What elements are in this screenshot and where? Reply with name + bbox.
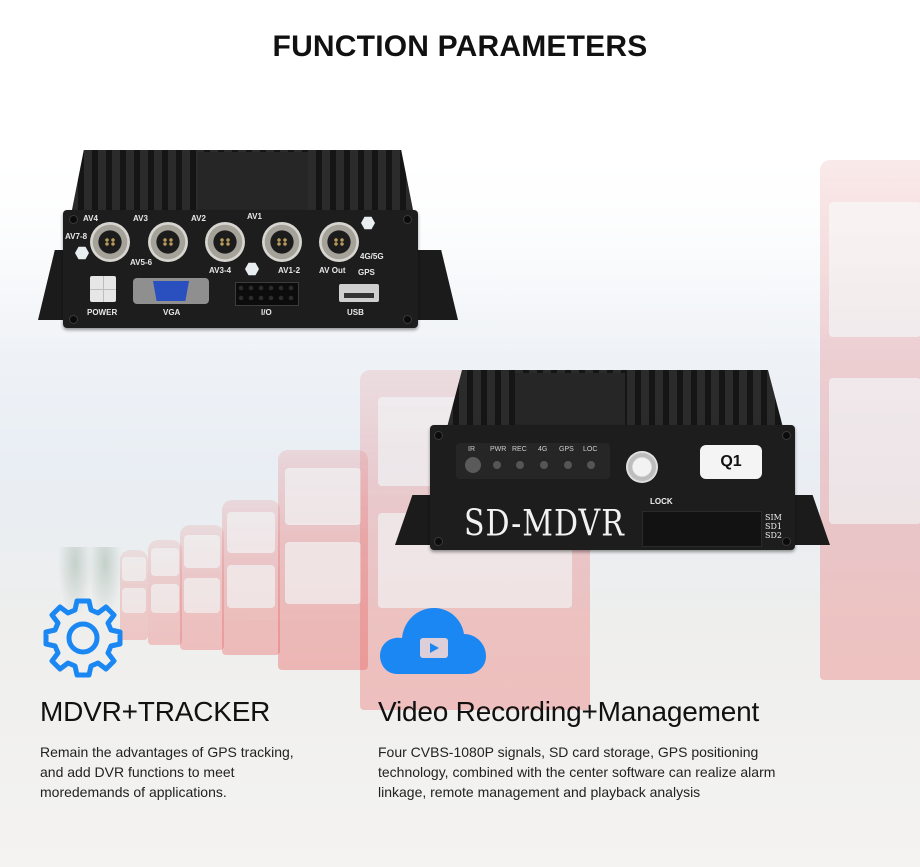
feature-description: Remain the advantages of GPS tracking, a…	[40, 742, 360, 802]
brand-label: SD-MDVR	[464, 503, 625, 545]
port-label-av5-6: AV5-6	[130, 258, 153, 267]
lid-plate	[515, 373, 625, 425]
key-lock	[626, 451, 658, 483]
port-label-usb: USB	[347, 308, 364, 317]
port-label-vga: VGA	[163, 308, 181, 317]
usb-port	[339, 284, 379, 302]
mdvr-rear-panel-image: AV4 AV3 AV2 AV1 AV7-8 AV5-6 AV3-4 AV1-2 …	[38, 140, 458, 340]
4g-led	[540, 461, 548, 469]
port-label-av2: AV2	[191, 214, 206, 223]
mdvr-front-panel-image: IR PWR REC 4G GPS LOC LOCK Q1 SD-MDVR SI…	[395, 365, 830, 560]
indicator-panel: IR PWR REC 4G GPS LOC	[456, 443, 610, 479]
port-label-av1-2: AV1-2	[278, 266, 301, 275]
power-port	[90, 276, 116, 302]
status-led	[361, 216, 375, 230]
rec-led	[516, 461, 524, 469]
status-led	[75, 246, 89, 260]
indicator-label-4g: 4G	[538, 446, 548, 453]
port-label-av1: AV1	[247, 212, 262, 221]
page-title: FUNCTION PARAMETERS	[272, 30, 648, 63]
av4-connector	[90, 222, 130, 262]
bus-image	[222, 500, 280, 655]
rear-face: AV4 AV3 AV2 AV1 AV7-8 AV5-6 AV3-4 AV1-2 …	[63, 210, 418, 328]
bus-image	[120, 550, 148, 640]
port-label-av-out: AV Out	[319, 266, 346, 275]
feature-description: Four CVBS-1080P signals, SD card storage…	[378, 742, 838, 802]
description-line: moredemands of applications.	[40, 784, 227, 800]
bus-image	[148, 540, 182, 645]
slot-label-sd1: SD1	[765, 522, 782, 531]
gps-led	[564, 461, 572, 469]
slot-label-sim: SIM	[765, 513, 782, 522]
description-line: linkage, remote management and playback …	[378, 784, 701, 800]
cloud-video-icon	[380, 608, 486, 674]
port-label-av3: AV3	[133, 214, 148, 223]
indicator-label-loc: LOC	[583, 446, 598, 453]
feature-title: MDVR+TRACKER	[40, 696, 271, 727]
feature-mdvr-tracker: MDVR+TRACKER Remain the advantages of GP…	[40, 598, 360, 802]
port-label-av3-4: AV3-4	[209, 266, 232, 275]
description-line: Four CVBS-1080P signals, SD card storage…	[378, 744, 759, 760]
description-line: and add DVR functions to meet	[40, 764, 235, 780]
port-label-gps: GPS	[358, 268, 375, 277]
av-out-connector	[319, 222, 359, 262]
port-label-power: POWER	[87, 308, 118, 317]
feature-title: Video Recording+Management	[378, 696, 760, 727]
io-port	[235, 282, 299, 306]
model-badge: Q1	[700, 445, 762, 479]
lock-label: LOCK	[650, 497, 673, 506]
indicator-label-rec: REC	[512, 446, 527, 453]
vga-port	[133, 278, 209, 304]
port-label-io: I/O	[261, 308, 272, 317]
av2-connector	[205, 222, 245, 262]
loc-led	[587, 461, 595, 469]
lid-plate	[198, 152, 308, 218]
gear-icon	[43, 598, 123, 678]
description-line: technology, combined with the center sof…	[378, 764, 776, 780]
ir-sensor	[465, 457, 481, 473]
slot-label-sd2: SD2	[765, 531, 782, 540]
status-led	[245, 262, 259, 276]
bus-image	[180, 525, 224, 650]
av3-connector	[148, 222, 188, 262]
palm-tree	[85, 547, 125, 627]
front-face: IR PWR REC 4G GPS LOC LOCK Q1 SD-MDVR SI…	[430, 425, 795, 550]
av1-connector	[262, 222, 302, 262]
indicator-label-pwr: PWR	[490, 446, 507, 453]
pwr-led	[493, 461, 501, 469]
indicator-label-gps: GPS	[559, 446, 574, 453]
sim-sd-slot-cover	[642, 511, 762, 547]
port-label-antenna: 4G/5G	[360, 252, 384, 261]
bus-image	[820, 160, 920, 680]
description-line: Remain the advantages of GPS tracking,	[40, 744, 294, 760]
port-label-av4: AV4	[83, 214, 98, 223]
indicator-label-ir: IR	[468, 446, 475, 453]
port-label-av7-8: AV7-8	[65, 232, 88, 241]
palm-tree	[55, 547, 95, 627]
bus-image	[278, 450, 368, 670]
feature-video-recording-management: Video Recording+Management Four CVBS-108…	[378, 598, 838, 802]
